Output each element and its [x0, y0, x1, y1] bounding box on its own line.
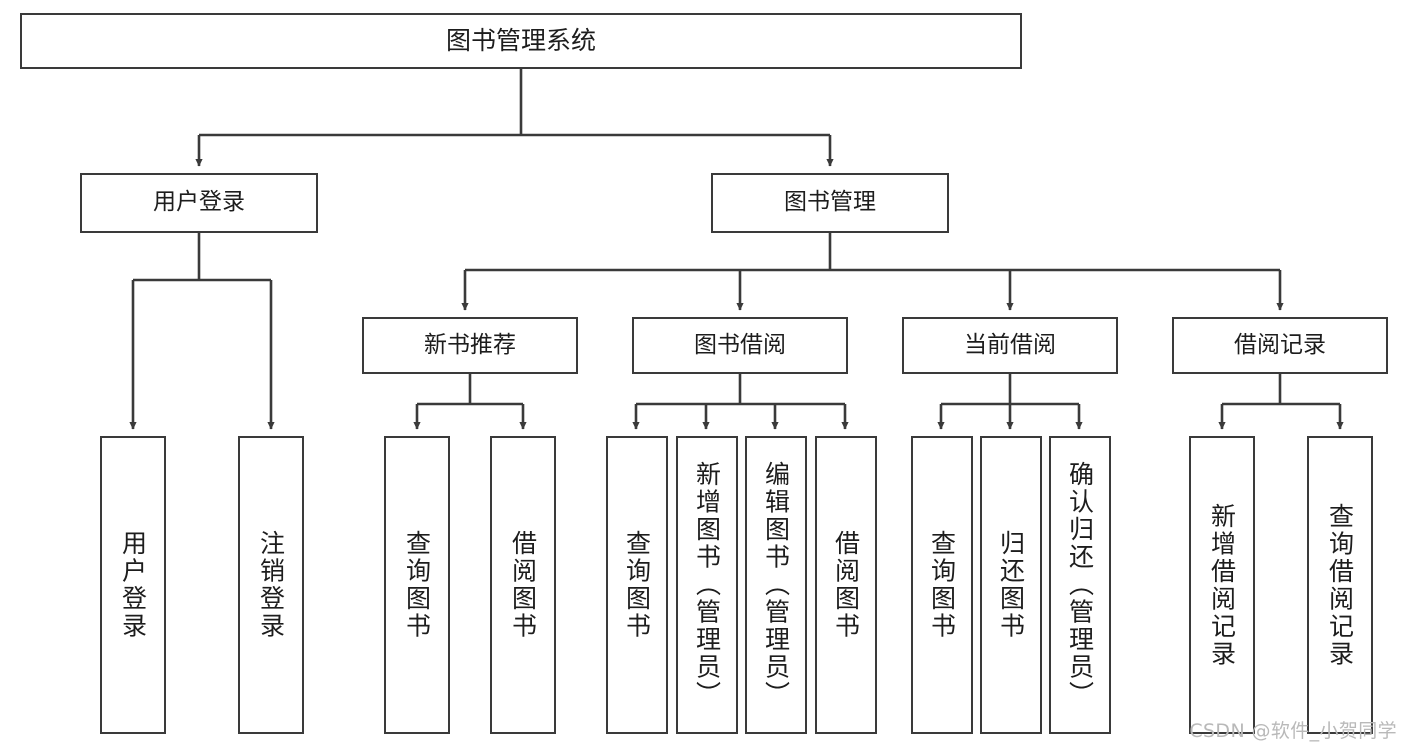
node-label: 确认归还（管理员）: [1065, 461, 1095, 709]
node-label: 查询图书: [927, 530, 957, 640]
node-leaf-query-book-borrow[interactable]: 查询图书: [606, 436, 668, 734]
node-label: 注销登录: [256, 530, 286, 640]
node-leaf-query-book-recommend[interactable]: 查询图书: [384, 436, 450, 734]
node-label: 归还图书: [996, 530, 1026, 640]
node-label: 图书管理系统: [445, 26, 596, 56]
node-leaf-confirm-return-admin[interactable]: 确认归还（管理员）: [1049, 436, 1111, 734]
node-label: 新书推荐: [424, 331, 516, 358]
node-leaf-add-borrow-record[interactable]: 新增借阅记录: [1189, 436, 1255, 734]
node-label: 查询借阅记录: [1325, 502, 1355, 668]
node-label: 用户登录: [118, 530, 148, 640]
node-label: 用户登录: [153, 189, 245, 216]
node-leaf-query-book-current[interactable]: 查询图书: [911, 436, 973, 734]
node-label: 借阅图书: [508, 530, 538, 640]
node-user-login[interactable]: 用户登录: [80, 173, 318, 233]
csdn-watermark: CSDN @软件_小贺同学: [1189, 720, 1397, 742]
node-current-borrow[interactable]: 当前借阅: [902, 317, 1118, 374]
node-borrow-record[interactable]: 借阅记录: [1172, 317, 1388, 374]
node-leaf-edit-book-admin[interactable]: 编辑图书（管理员）: [745, 436, 807, 734]
node-new-book-recommend[interactable]: 新书推荐: [362, 317, 578, 374]
node-label: 查询图书: [622, 530, 652, 640]
node-leaf-borrow-book[interactable]: 借阅图书: [815, 436, 877, 734]
node-leaf-query-borrow-record[interactable]: 查询借阅记录: [1307, 436, 1373, 734]
node-leaf-borrow-book-recommend[interactable]: 借阅图书: [490, 436, 556, 734]
node-label: 当前借阅: [964, 331, 1056, 358]
node-label: 借阅记录: [1234, 331, 1326, 358]
node-label: 图书管理: [784, 189, 876, 216]
node-label: 新增图书（管理员）: [692, 461, 722, 709]
node-root-book-management-system[interactable]: 图书管理系统: [20, 13, 1022, 69]
node-label: 查询图书: [402, 530, 432, 640]
node-leaf-return-book[interactable]: 归还图书: [980, 436, 1042, 734]
node-label: 图书借阅: [694, 331, 786, 358]
node-leaf-logout[interactable]: 注销登录: [238, 436, 304, 734]
node-book-management[interactable]: 图书管理: [711, 173, 949, 233]
node-book-borrow[interactable]: 图书借阅: [632, 317, 848, 374]
node-leaf-add-book-admin[interactable]: 新增图书（管理员）: [676, 436, 738, 734]
node-leaf-user-login[interactable]: 用户登录: [100, 436, 166, 734]
node-label: 新增借阅记录: [1207, 502, 1237, 668]
node-label: 借阅图书: [831, 530, 861, 640]
node-label: 编辑图书（管理员）: [761, 461, 791, 709]
